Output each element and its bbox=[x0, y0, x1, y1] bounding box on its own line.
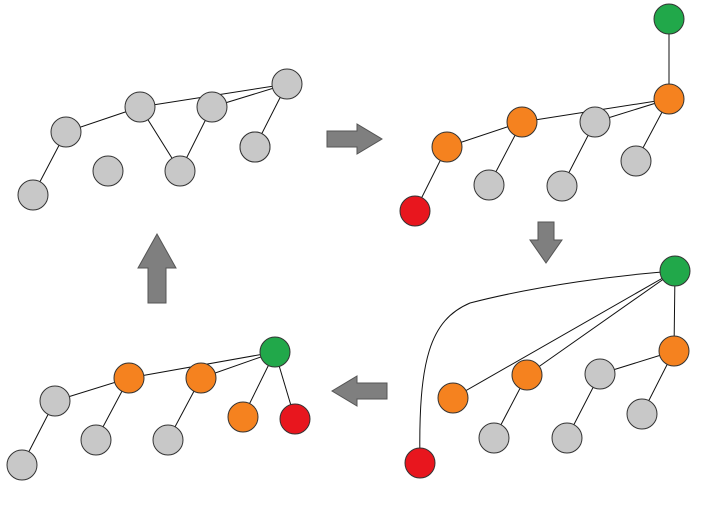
tree-node-gray bbox=[584, 358, 616, 390]
panel-top-right-tree bbox=[399, 3, 685, 227]
tree-edge bbox=[452, 270, 676, 399]
tree-node-gray bbox=[271, 68, 303, 100]
tree-node-gray bbox=[579, 106, 611, 138]
tree-node-gray bbox=[39, 385, 71, 417]
tree-node-orange bbox=[506, 106, 538, 138]
tree-node-green bbox=[653, 3, 685, 35]
arrow-down bbox=[529, 221, 563, 264]
panel-bottom-right-tree bbox=[404, 255, 691, 479]
tree-node-orange bbox=[185, 362, 217, 394]
tree-node-orange bbox=[437, 382, 469, 414]
tree-node-orange bbox=[227, 401, 259, 433]
tree-node-gray bbox=[626, 398, 658, 430]
tree-node-orange bbox=[431, 131, 463, 163]
tree-node-red bbox=[404, 447, 436, 479]
panel-bottom-left-tree bbox=[6, 336, 311, 481]
tree-node-gray bbox=[6, 449, 38, 481]
tree-node-gray bbox=[620, 145, 652, 177]
tree-node-green bbox=[659, 255, 691, 287]
panel-top-left-tree bbox=[17, 68, 303, 211]
tree-node-orange bbox=[658, 335, 690, 367]
tree-node-gray bbox=[551, 422, 583, 454]
tree-node-gray bbox=[546, 170, 578, 202]
tree-node-gray bbox=[17, 179, 49, 211]
tree-node-green bbox=[259, 336, 291, 368]
tree-node-gray bbox=[124, 91, 156, 123]
tree-node-gray bbox=[92, 155, 124, 187]
tree-node-gray bbox=[164, 155, 196, 187]
arrow-up bbox=[137, 232, 177, 304]
tree-node-gray bbox=[152, 424, 184, 456]
tree-edge-curved bbox=[419, 270, 676, 464]
tree-node-red bbox=[399, 195, 431, 227]
tree-edge bbox=[526, 270, 676, 376]
tree-node-gray bbox=[80, 424, 112, 456]
tree-node-gray bbox=[478, 422, 510, 454]
tree-node-red bbox=[279, 403, 311, 435]
tree-node-gray bbox=[50, 116, 82, 148]
tree-node-orange bbox=[511, 359, 543, 391]
tree-node-orange bbox=[113, 362, 145, 394]
tree-node-gray bbox=[473, 169, 505, 201]
arrow-left bbox=[331, 375, 388, 407]
tree-node-gray bbox=[239, 131, 271, 163]
tree-node-orange bbox=[653, 83, 685, 115]
arrow-right bbox=[326, 123, 383, 155]
tree-node-gray bbox=[196, 91, 228, 123]
